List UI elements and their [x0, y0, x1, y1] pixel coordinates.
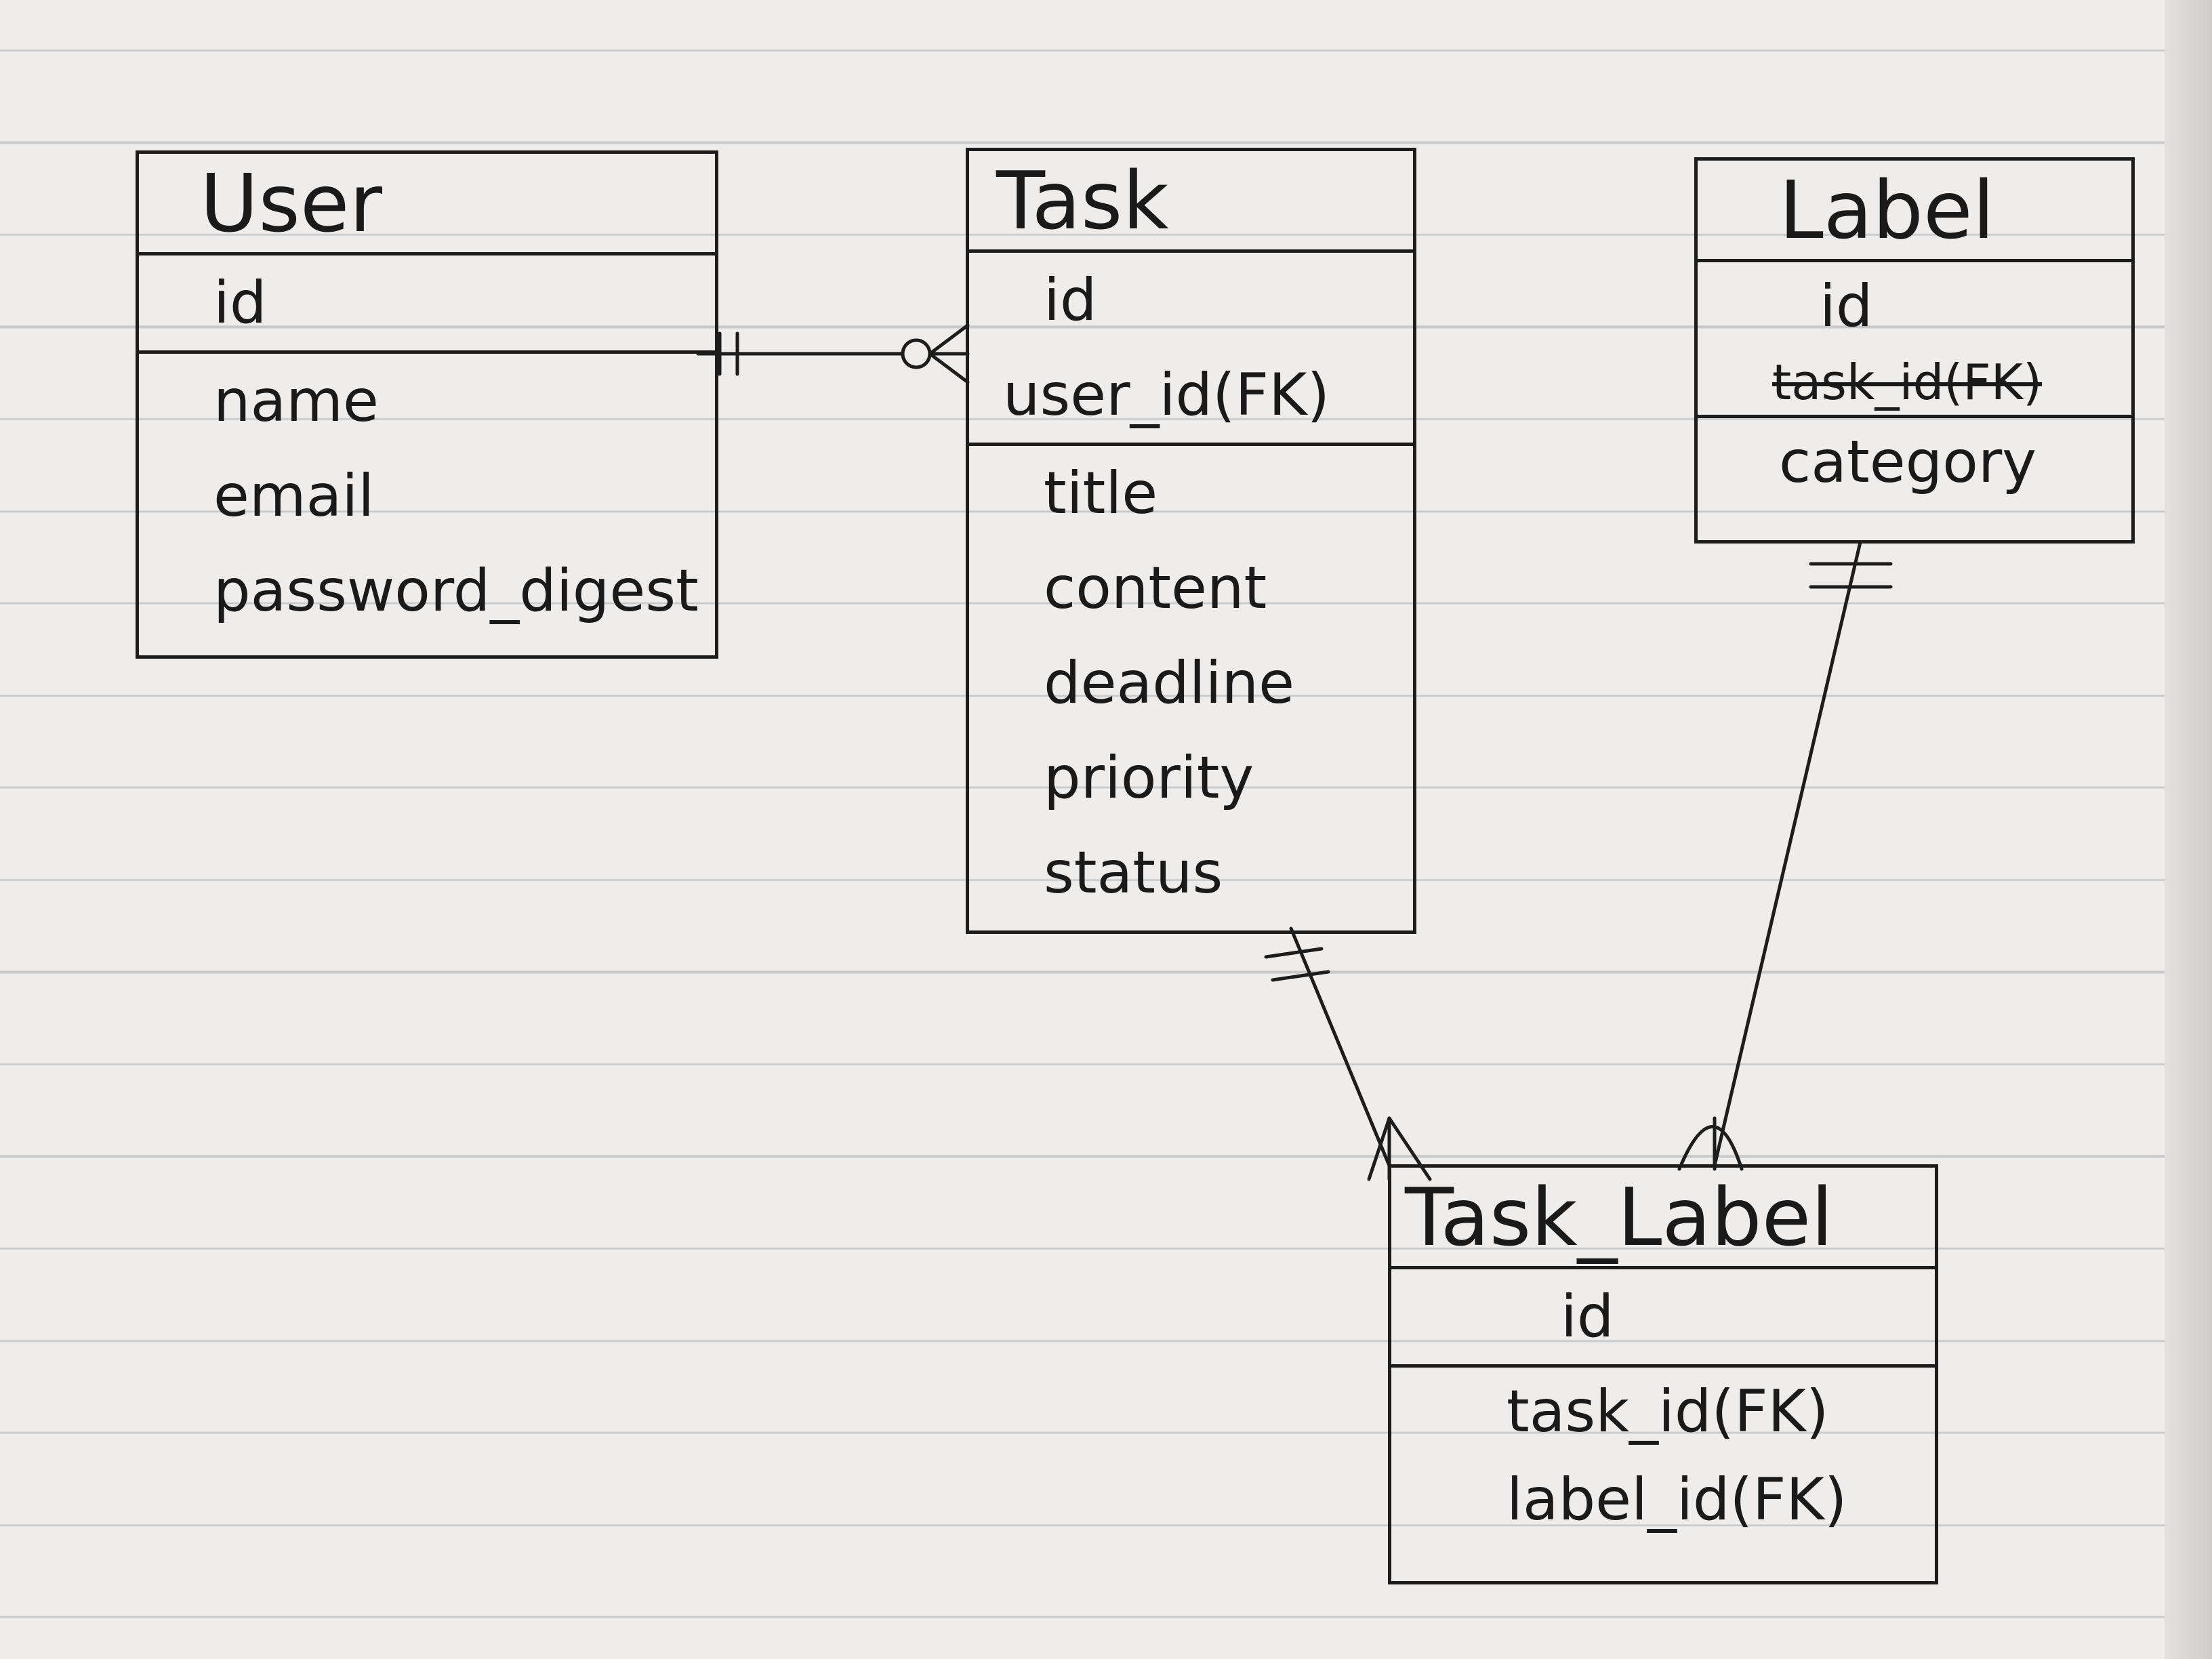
primary-key: id — [1820, 272, 1873, 340]
primary-key: id — [1561, 1283, 1614, 1351]
entity-title: Task — [969, 151, 1413, 253]
entity-label: Label id task_id(FK) category — [1694, 157, 2135, 544]
attribute: title — [1044, 459, 1158, 527]
attribute: content — [1044, 554, 1267, 622]
primary-key-section: id — [1391, 1269, 1935, 1368]
attribute: category — [1779, 428, 2037, 496]
attribute-section: title content deadline priority status — [969, 446, 1413, 920]
attribute: password_digest — [213, 557, 699, 625]
attribute: deadline — [1044, 649, 1294, 717]
rel-task-crowfoot-bot — [928, 352, 970, 384]
entity-title: Label — [1698, 161, 2131, 262]
rel-task-zero-circle — [901, 338, 932, 369]
primary-key-section: id user_id(FK) — [969, 253, 1413, 446]
attribute-section: category — [1698, 418, 2131, 506]
rel-label-tasklabel-line — [1713, 540, 1862, 1168]
entity-user: User id name email password_digest — [136, 150, 718, 659]
entity-task: Task id user_id(FK) title content deadli… — [966, 148, 1416, 934]
struck-foreign-key: task_id(FK) — [1772, 354, 2043, 411]
rel-task-tasklabel-line — [1289, 926, 1391, 1168]
rel-task-one-mark-1 — [1264, 947, 1324, 959]
attribute: name — [213, 367, 379, 435]
rel-tasklabel-crowfoot-right — [1387, 1116, 1432, 1181]
attribute: status — [1044, 839, 1223, 907]
attribute: priority — [1044, 744, 1254, 812]
attribute-section: name email password_digest — [139, 354, 715, 638]
entity-title: User — [139, 154, 715, 255]
attribute: label_id(FK) — [1507, 1466, 1847, 1534]
rel-tasklabel-crowfoot-left — [1367, 1116, 1391, 1181]
rel-tasklabel-crowfoot-2 — [1677, 1125, 1744, 1171]
rel-task-crowfoot-top — [928, 323, 970, 356]
paper-edge — [2165, 0, 2212, 1659]
foreign-key: user_id(FK) — [1003, 361, 1330, 429]
primary-key: id — [213, 269, 267, 337]
attribute: task_id(FK) — [1507, 1378, 1829, 1446]
rel-task-one-mark-2 — [1271, 970, 1330, 982]
attribute: email — [213, 462, 375, 530]
entity-title: Task_Label — [1391, 1168, 1935, 1269]
entity-task-label: Task_Label id task_id(FK) label_id(FK) — [1388, 1164, 1938, 1584]
primary-key: id — [1044, 266, 1097, 334]
primary-key-section: id task_id(FK) — [1698, 262, 2131, 418]
primary-key-section: id — [139, 255, 715, 354]
attribute-section: task_id(FK) label_id(FK) — [1391, 1368, 1935, 1544]
